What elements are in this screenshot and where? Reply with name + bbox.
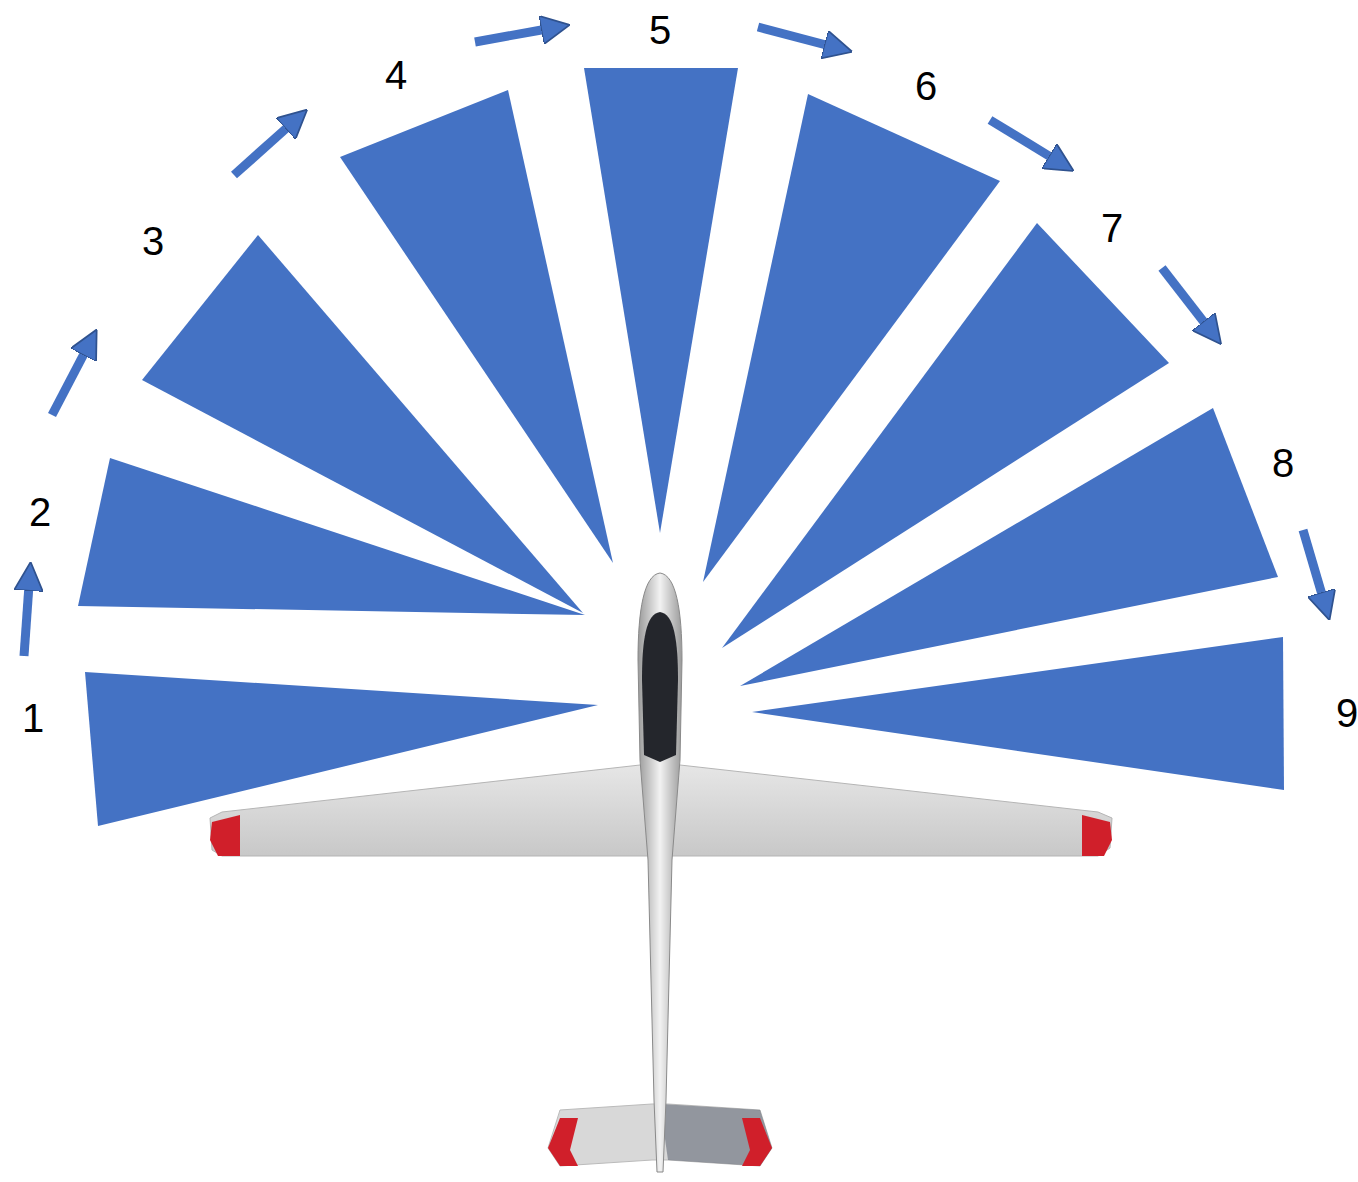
sequence-arrow [758, 27, 830, 46]
view-sector [584, 68, 738, 533]
callout-number: 8 [1272, 443, 1294, 483]
fuselage [638, 573, 682, 1172]
sequence-arrow [1303, 530, 1323, 598]
callout-number: 5 [649, 10, 671, 50]
callout-number: 4 [385, 55, 407, 95]
callout-number: 1 [22, 698, 44, 738]
wing-tip [1082, 815, 1112, 856]
wing-tip [210, 815, 240, 856]
callout-number: 7 [1101, 208, 1123, 248]
view-sector [340, 90, 613, 563]
sequence-arrow [234, 125, 290, 175]
canopy [642, 612, 678, 762]
callout-number: 6 [915, 66, 937, 106]
callout-number: 9 [1336, 693, 1358, 733]
tail-tip [548, 1118, 578, 1166]
view-sector [740, 408, 1278, 686]
sequence-arrow [24, 585, 29, 656]
sequence-arrows [24, 27, 1323, 656]
sequence-arrow [990, 120, 1054, 159]
view-sector [752, 637, 1284, 790]
tailplane-shadow [660, 1104, 772, 1166]
sequence-arrow [475, 29, 547, 42]
tail-tip [742, 1118, 772, 1166]
callout-number: 2 [29, 492, 51, 532]
sequence-arrow [1162, 268, 1207, 326]
callout-number: 3 [142, 221, 164, 261]
sequence-arrow [52, 350, 86, 415]
glider [210, 573, 1112, 1172]
